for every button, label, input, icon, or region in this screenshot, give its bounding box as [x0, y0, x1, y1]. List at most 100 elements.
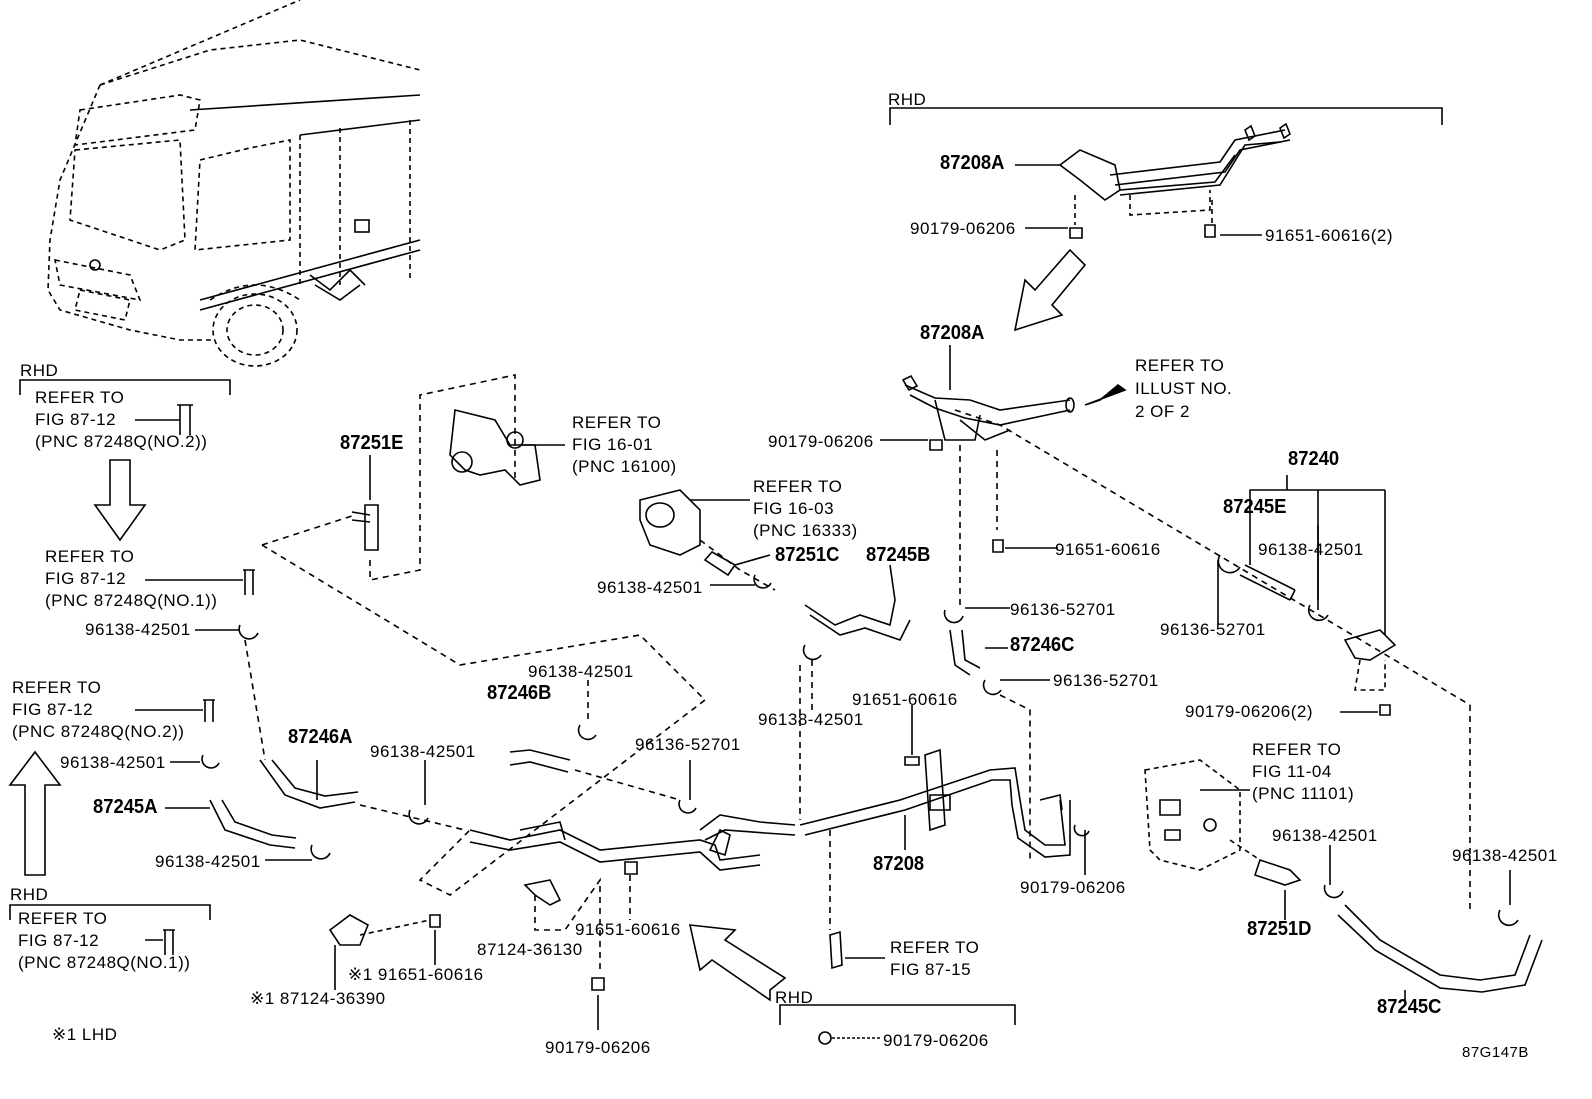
part-number-87246A[interactable]: 87246A — [288, 726, 353, 748]
part-fig-87-15 — [829, 930, 843, 970]
refer-fig-87-12-a-line2: FIG 87-12 — [35, 410, 117, 429]
rhd-bracket-left2 — [9, 904, 211, 920]
left-connectors — [135, 404, 259, 955]
part-number-90179-06206[interactable]: 90179-06206 — [1020, 878, 1126, 897]
part-thermostat-housing — [639, 489, 776, 591]
hose-87245A — [209, 799, 297, 849]
rhd-bracket-left1 — [19, 379, 231, 395]
part-number-96138-42501[interactable]: 96138-42501 — [85, 620, 191, 639]
part-number-87208A-mid[interactable]: 87208A — [920, 322, 985, 344]
part-number-87246C[interactable]: 87246C — [1010, 634, 1075, 656]
refer-fig-11-04-line2: FIG 11-04 — [1252, 762, 1332, 781]
refer-fig-16-03-line1: REFER TO — [753, 477, 843, 496]
clip-87124-36130 — [523, 879, 562, 906]
clip-87124-36390 — [328, 914, 370, 946]
leader — [689, 705, 1086, 875]
part-number-96138-42501[interactable]: 96138-42501 — [1272, 826, 1378, 845]
refer-fig-11-04-line3: (PNC 11101) — [1252, 784, 1355, 803]
clamp — [1497, 909, 1519, 927]
part-number-90179-06206[interactable]: 90179-06206 — [883, 1031, 989, 1050]
rhd-bracket-bottom — [779, 1004, 1016, 1025]
part-number-96136-52701[interactable]: 96136-52701 — [1160, 620, 1266, 639]
rhd-bracket-top — [889, 107, 1443, 125]
diagram-code: 87G147B — [1462, 1044, 1529, 1061]
refer-fig-87-15-line1: REFER TO — [890, 938, 980, 957]
refer-fig-87-12-b-line1: REFER TO — [45, 547, 135, 566]
leader — [999, 694, 1031, 860]
bolt — [429, 914, 441, 928]
part-number-87251E[interactable]: 87251E — [340, 432, 404, 454]
part-number-87124-36130[interactable]: 87124-36130 — [477, 940, 583, 959]
part-number-96136-52701[interactable]: 96136-52701 — [1053, 671, 1159, 690]
bolt — [904, 756, 920, 766]
part-number-90179-06206[interactable]: 90179-06206 — [768, 432, 874, 451]
bolt — [624, 861, 638, 875]
part-number-90179-06206[interactable]: 90179-06206 — [910, 219, 1016, 238]
refer-fig-16-03-line2: FIG 16-03 — [753, 499, 835, 518]
part-number-96138-42501[interactable]: 96138-42501 — [597, 578, 703, 597]
part-number-96138-42501[interactable]: 96138-42501 — [155, 852, 261, 871]
leader — [1217, 525, 1378, 713]
refer-fig-11-04-line1: REFER TO — [1252, 740, 1342, 759]
leader — [359, 804, 466, 831]
part-number-91651-60616[interactable]: 91651-60616 — [852, 690, 958, 709]
part-number-87245E[interactable]: 87245E — [1223, 496, 1287, 518]
rhd-label-top: RHD — [888, 90, 927, 109]
clamp — [310, 844, 331, 860]
part-number-87251C[interactable]: 87251C — [775, 544, 840, 566]
part-number-87245C[interactable]: 87245C — [1377, 996, 1442, 1018]
hose-87246B — [509, 749, 571, 773]
part-number-87251D[interactable]: 87251D — [1247, 918, 1312, 940]
clamp — [678, 799, 697, 814]
hose-87246C — [949, 629, 981, 676]
part-number-96138-42501[interactable]: 96138-42501 — [60, 753, 166, 772]
part-water-pump — [449, 409, 565, 486]
rhd-label-bottom: RHD — [775, 988, 814, 1007]
part-number-87208[interactable]: 87208 — [873, 853, 925, 875]
refer-fig-87-12-a-line3: (PNC 87248Q(NO.2)) — [35, 432, 208, 451]
part-number-96136-52701[interactable]: 96136-52701 — [1010, 600, 1116, 619]
clamp — [1073, 824, 1090, 837]
refer-arrow — [1084, 383, 1127, 406]
bolt — [591, 977, 605, 991]
clamp — [802, 644, 822, 661]
refer-illust-line2: ILLUST NO. — [1135, 379, 1233, 398]
part-number-91651-60616[interactable]: 91651-60616 — [575, 920, 681, 939]
part-87251E — [261, 374, 707, 896]
refer-illust-line1: REFER TO — [1135, 356, 1225, 375]
leader — [1404, 870, 1511, 1000]
part-number-87245B[interactable]: 87245B — [866, 544, 931, 566]
part-number-90179-06206-2[interactable]: 90179-06206(2) — [1185, 702, 1313, 721]
clamp — [1323, 884, 1344, 899]
pipe-assembly-mid — [901, 374, 1471, 706]
part-number-87245A[interactable]: 87245A — [93, 796, 158, 818]
part-number-87240[interactable]: 87240 — [1288, 448, 1340, 470]
part-number-96138-42501[interactable]: 96138-42501 — [1452, 846, 1558, 865]
refer-fig-16-01-line2: FIG 16-01 — [572, 435, 654, 454]
refer-fig-16-01-line3: (PNC 16100) — [572, 457, 677, 476]
part-number-87208A-top[interactable]: 87208A — [940, 152, 1005, 174]
part-87251D — [1253, 858, 1302, 886]
vehicle-illustration — [47, 0, 421, 367]
part-number-91651-60616[interactable]: 91651-60616 — [1055, 540, 1161, 559]
part-number-87124-36390-lhd[interactable]: ※1 87124-36390 — [250, 989, 386, 1008]
refer-fig-87-12-d-line3: (PNC 87248Q(NO.1)) — [18, 953, 191, 972]
part-number-87246B[interactable]: 87246B — [487, 682, 552, 704]
leader — [334, 930, 436, 990]
clamp — [943, 609, 964, 624]
part-number-90179-06206[interactable]: 90179-06206 — [545, 1038, 651, 1057]
part-number-96136-52701[interactable]: 96136-52701 — [635, 735, 741, 754]
part-number-96138-42501[interactable]: 96138-42501 — [1258, 540, 1364, 559]
refer-fig-16-03-line3: (PNC 16333) — [753, 521, 858, 540]
part-number-96138-42501[interactable]: 96138-42501 — [528, 662, 634, 681]
part-number-91651-60616-lhd[interactable]: ※1 91651-60616 — [348, 965, 484, 984]
rhd-label-left1: RHD — [20, 361, 59, 380]
part-number-96138-42501[interactable]: 96138-42501 — [758, 710, 864, 729]
part-number-91651-60616[interactable]: 91651-60616(2) — [1265, 226, 1393, 245]
engine-block — [1144, 759, 1250, 871]
refer-fig-87-12-c-line1: REFER TO — [12, 678, 102, 697]
refer-fig-87-12-b-line3: (PNC 87248Q(NO.1)) — [45, 591, 218, 610]
part-number-96138-42501[interactable]: 96138-42501 — [370, 742, 476, 761]
refer-fig-16-01-line1: REFER TO — [572, 413, 662, 432]
